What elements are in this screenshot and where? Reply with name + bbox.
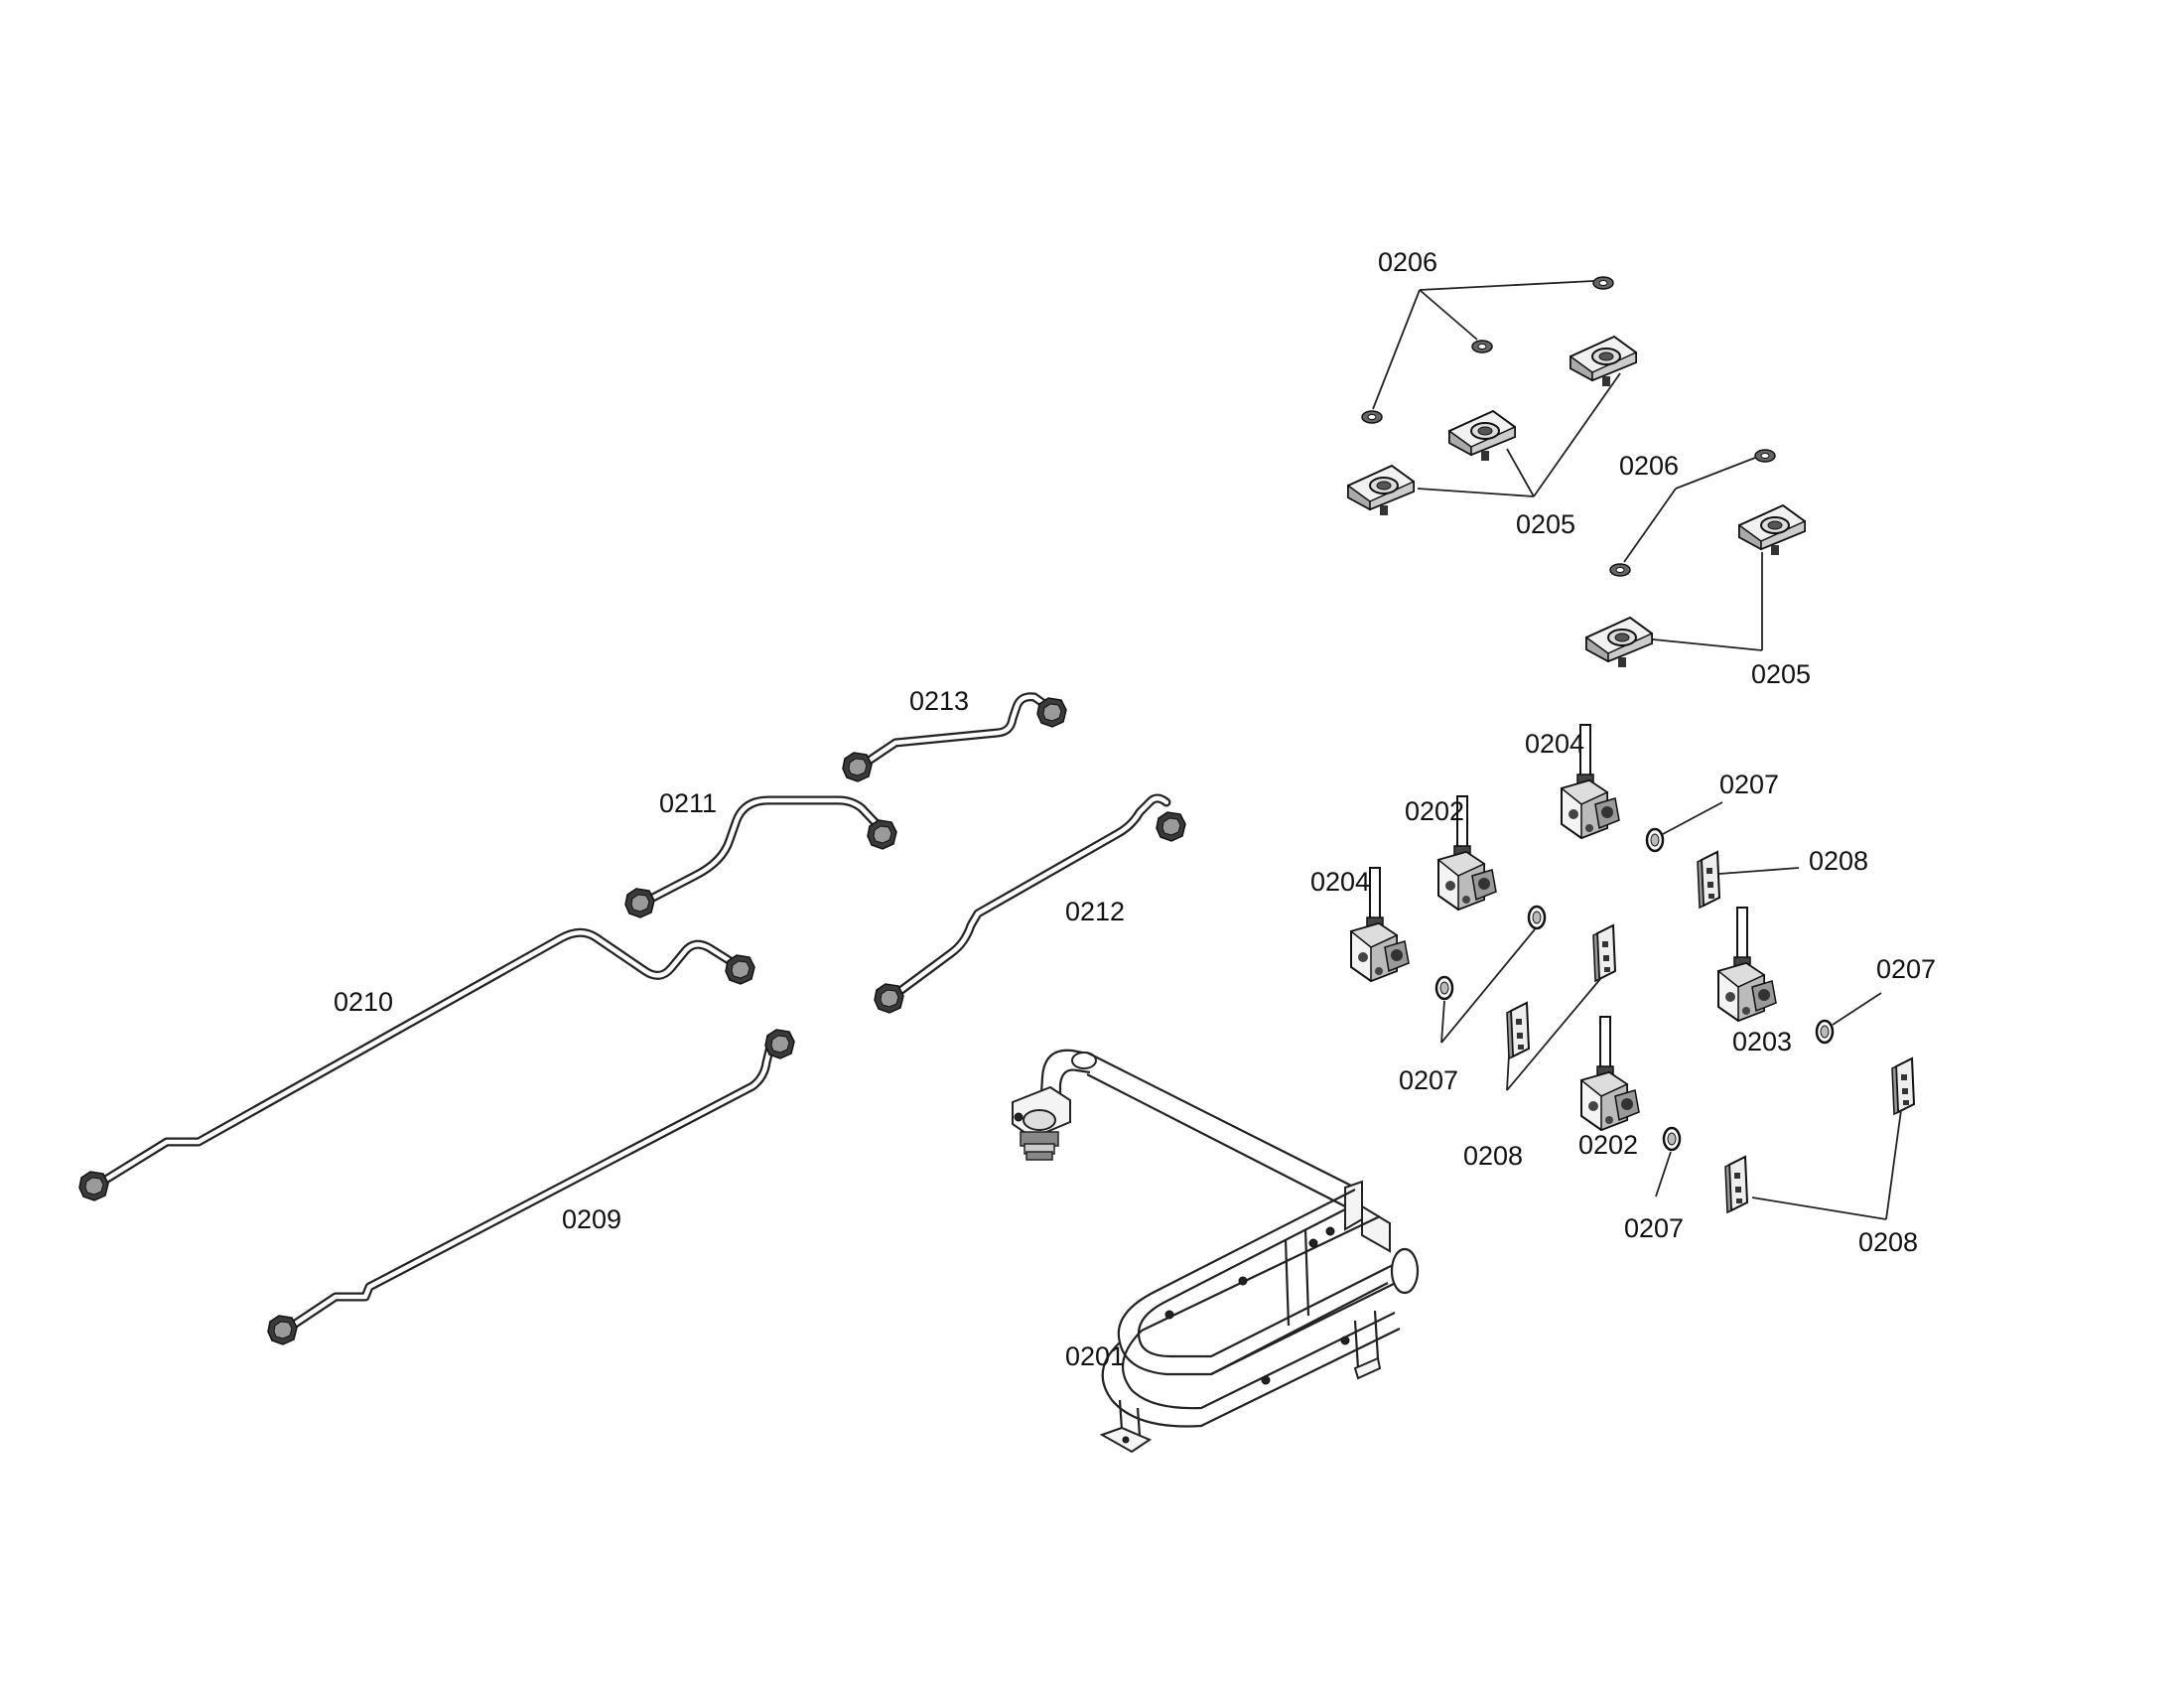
label-0202-upper: 0202 [1405, 796, 1464, 826]
clip-0208-2 [1592, 924, 1616, 982]
bracket-0205-1 [1570, 336, 1637, 387]
pipe-0212-nut-left [874, 983, 904, 1014]
pipe-0211-nut-right [867, 819, 897, 850]
leader-lines [1372, 280, 1902, 1220]
label-0206-mid: 0206 [1619, 451, 1679, 481]
label-0210: 0210 [334, 987, 393, 1017]
label-0208-upper: 0208 [1809, 846, 1868, 876]
washer-0206-2 [1471, 340, 1493, 353]
label-0201: 0201 [1065, 1341, 1125, 1371]
clip-0208-1 [1697, 851, 1720, 909]
oring-0207-1 [1645, 827, 1665, 853]
washer-0206-4 [1754, 449, 1776, 463]
pipe-0211-nut-left [624, 888, 655, 918]
pipe-0209-nut-right [764, 1029, 795, 1059]
clip-0208-5 [1724, 1156, 1748, 1213]
label-0207-upper: 0207 [1719, 770, 1779, 799]
bracket-0205-5 [1585, 617, 1653, 668]
clip-0208-3 [1506, 1002, 1530, 1059]
label-0213: 0213 [909, 686, 969, 716]
pipe-0210-nut-left [78, 1171, 109, 1201]
oring-0207-2 [1527, 905, 1547, 930]
pipe-0213 [842, 692, 1067, 782]
valve-0202-lower [1580, 1016, 1640, 1131]
label-0205-mid: 0205 [1751, 659, 1811, 689]
part-labels: 0201 0202 0202 0203 0204 0204 0205 0205 … [334, 247, 1936, 1371]
label-0211: 0211 [659, 788, 717, 818]
bracket-0205-2 [1448, 410, 1516, 462]
pipe-0209-nut-left [267, 1315, 298, 1345]
pipe-0209 [267, 1029, 795, 1345]
label-0204-upper: 0204 [1525, 729, 1584, 759]
manifold-frame-0201 [1012, 1049, 1420, 1454]
label-0207-right: 0207 [1876, 954, 1936, 984]
label-0208-left: 0208 [1463, 1141, 1523, 1171]
pipe-0211 [624, 795, 897, 918]
bracket-0205-4 [1738, 504, 1806, 556]
pipe-0210 [78, 927, 755, 1201]
pipe-0212-nut-right [1156, 811, 1186, 842]
label-0212: 0212 [1065, 897, 1125, 926]
washer-0206-1 [1592, 276, 1614, 290]
label-0202-lower: 0202 [1578, 1130, 1638, 1160]
oring-0207-4 [1815, 1019, 1835, 1045]
oring-0207-3 [1434, 975, 1454, 1001]
clip-0208-4 [1891, 1057, 1915, 1115]
bracket-0205-3 [1347, 465, 1415, 516]
pipe-0210-nut-right [725, 954, 755, 985]
label-0204-lower: 0204 [1310, 867, 1370, 897]
oring-0207-5 [1662, 1126, 1682, 1152]
label-0208-bottom: 0208 [1858, 1227, 1918, 1257]
label-0206-top: 0206 [1378, 247, 1437, 277]
label-0207-left: 0207 [1399, 1065, 1458, 1095]
pipe-0213-nut-left [842, 752, 873, 782]
label-0207-bottom: 0207 [1624, 1213, 1684, 1243]
label-0205-top: 0205 [1516, 509, 1575, 539]
valve-0203 [1717, 907, 1777, 1022]
washer-0206-5 [1609, 563, 1631, 577]
pipe-0212 [874, 793, 1186, 1014]
washer-0206-3 [1361, 410, 1383, 424]
label-0203: 0203 [1732, 1027, 1792, 1056]
label-0209: 0209 [562, 1204, 621, 1234]
pipe-0213-nut-right [1036, 697, 1067, 728]
